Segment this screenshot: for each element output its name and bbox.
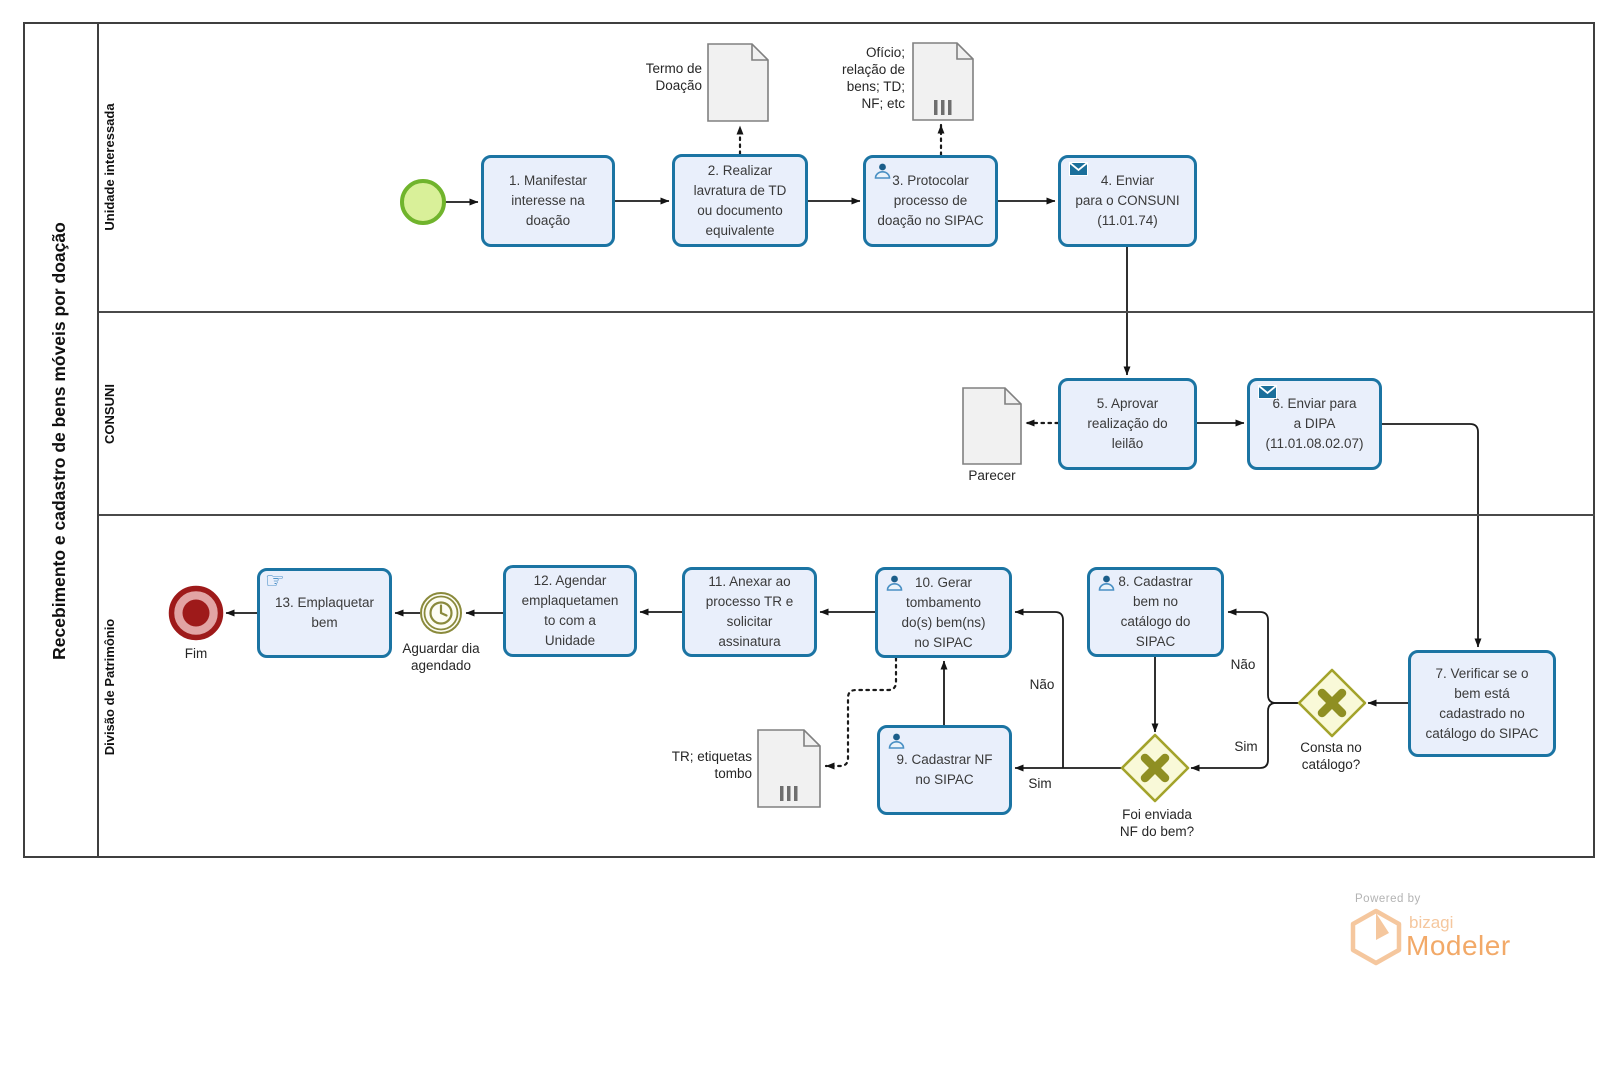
data-associations <box>736 123 1060 770</box>
gateway-label-foi-enviada-nf: Foi enviada NF do bem? <box>1119 807 1195 839</box>
send-icon <box>1069 162 1088 176</box>
timer-event-label: Aguardar dia agendado <box>402 641 480 673</box>
documents <box>707 42 1022 808</box>
user-icon <box>1098 575 1115 591</box>
gateway-label-consta-catalogo: Consta no catálogo? <box>1300 740 1362 772</box>
document-label-parecer: Parecer <box>968 468 1016 483</box>
document-parecer[interactable] <box>962 387 1022 465</box>
assoc-task10-doc-tr <box>824 656 898 770</box>
gateway-foi-enviada-nf[interactable] <box>1120 733 1190 803</box>
lane-label-consuni: CONSUNI <box>102 384 117 444</box>
lane-divider-2 <box>99 514 1595 516</box>
modeler-product-text: Modeler <box>1406 930 1511 961</box>
bizagi-brand-text: bizagi <box>1409 913 1454 932</box>
user-icon <box>874 163 891 179</box>
task-8-cadastrar-bem-catalogo[interactable]: 8. Cadastrar bem no catálogo do SIPAC <box>1087 567 1224 657</box>
powered-by-text: Powered by <box>1355 893 1421 905</box>
task-5-aprovar-leilao[interactable]: 5. Aprovar realização do leilão <box>1058 378 1197 470</box>
edge-label-sim-catalogo: Sim <box>1234 739 1258 754</box>
lane-divider-1 <box>99 311 1595 313</box>
task-11-anexar-tr[interactable]: 11. Anexar ao processo TR e solicitar as… <box>682 567 817 657</box>
edge-label-nao-nf: Não <box>1029 677 1055 692</box>
task-1-manifestar-interesse[interactable]: 1. Manifestar interesse na doação <box>481 155 615 247</box>
timer-event[interactable] <box>420 592 462 634</box>
task-7-verificar-catalogo[interactable]: 7. Verificar se o bem está cadastrado no… <box>1408 650 1556 757</box>
document-tr-etiquetas[interactable] <box>757 729 821 808</box>
manual-hand-icon: ☞ <box>265 568 285 593</box>
bizagi-logo-icon <box>1350 908 1402 966</box>
lane-label-divisao-patrimonio: Divisão de Patrimônio <box>102 618 117 756</box>
gateway-consta-no-catalogo[interactable] <box>1297 668 1367 738</box>
document-termo-de-doacao[interactable] <box>707 43 769 122</box>
document-oficio[interactable] <box>912 42 974 121</box>
end-event-label: Fim <box>184 646 208 661</box>
user-icon <box>888 733 905 749</box>
document-label-tr: TR; etiquetas tombo <box>671 749 752 781</box>
user-icon <box>886 575 903 591</box>
multi-instance-icon <box>780 786 798 801</box>
x-marker-icon <box>1140 753 1170 783</box>
flow-task6-task7 <box>1382 423 1482 648</box>
task-12-agendar-emplaquetamento[interactable]: 12. Agendar emplaquetamen to com a Unida… <box>503 565 637 657</box>
x-marker-icon <box>1317 688 1347 718</box>
flow-gw2-task10-nao <box>1014 608 1064 768</box>
task-10-gerar-tombamento[interactable]: 10. Gerar tombamento do(s) bem(ns) no SI… <box>875 567 1012 658</box>
edge-label-nao-catalogo: Não <box>1230 657 1256 672</box>
task-2-realizar-lavratura[interactable]: 2. Realizar lavratura de TD ou documento… <box>672 154 808 247</box>
task-13-emplaquetar-bem[interactable]: 13. Emplaquetar bem <box>257 568 392 658</box>
task-9-cadastrar-nf[interactable]: 9. Cadastrar NF no SIPAC <box>877 725 1012 815</box>
pool-title: Recebimento e cadastro de bens móveis po… <box>49 222 69 660</box>
document-label-oficio: Ofício; relação de bens; TD; NF; etc <box>841 45 905 111</box>
start-event[interactable] <box>400 179 446 225</box>
edge-label-sim-nf: Sim <box>1028 776 1052 791</box>
multi-instance-icon <box>934 100 952 115</box>
flow-gw1-gw2-sim <box>1190 702 1299 772</box>
pool-header <box>23 22 99 858</box>
send-icon <box>1258 385 1277 399</box>
task-3-protocolar-processo[interactable]: 3. Protocolar processo de doação no SIPA… <box>863 155 998 247</box>
document-label-termo: Termo de Doação <box>645 61 702 93</box>
end-event[interactable] <box>168 585 224 641</box>
